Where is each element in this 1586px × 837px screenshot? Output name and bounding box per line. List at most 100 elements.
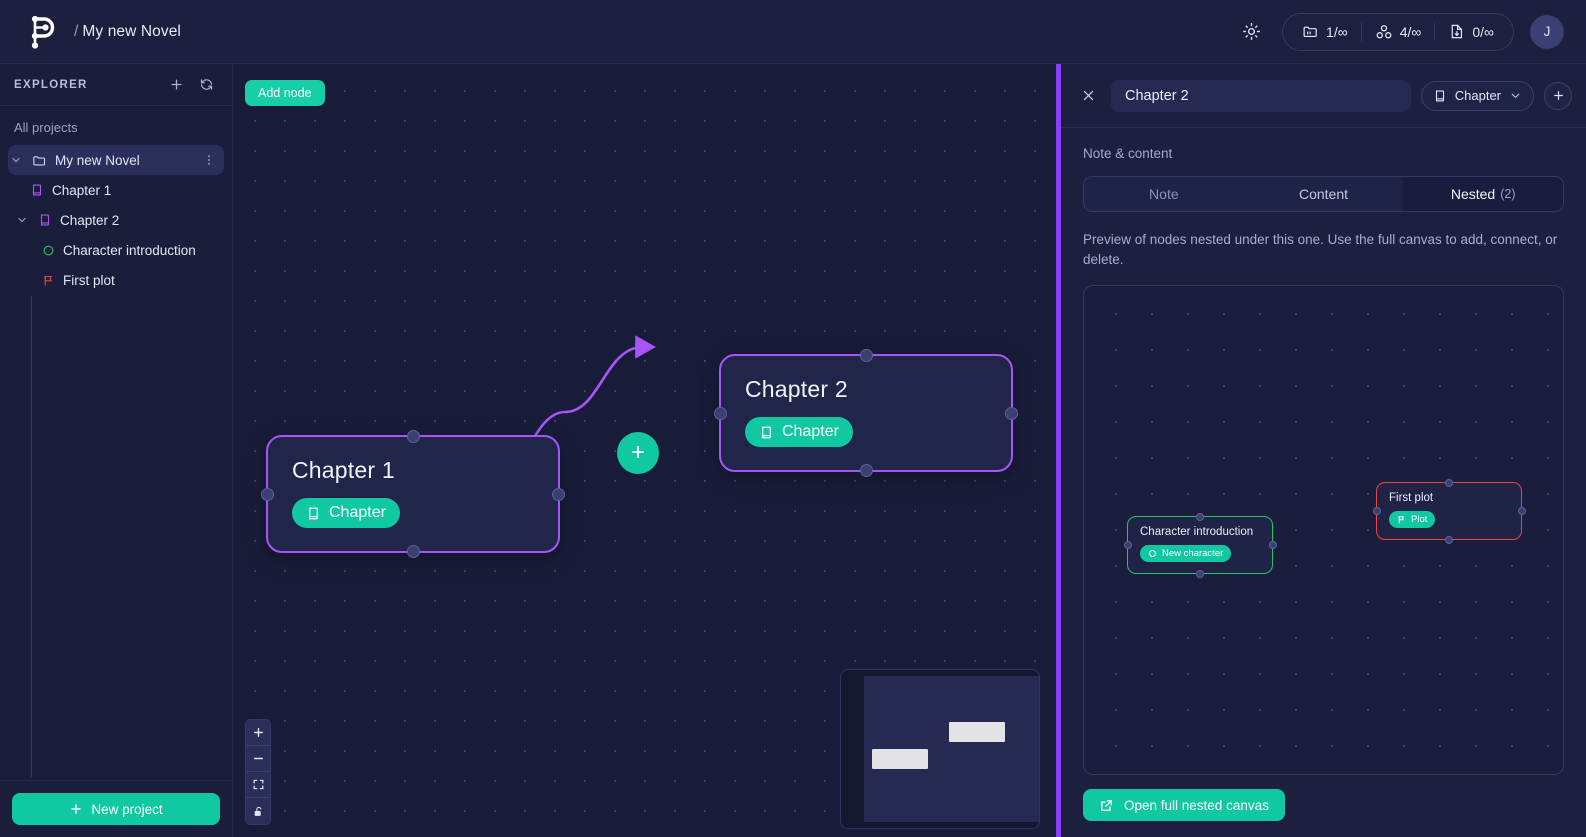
sidebar: EXPLORER All proje bbox=[0, 64, 233, 837]
explorer-add-button[interactable] bbox=[164, 73, 188, 97]
explorer-refresh-button[interactable] bbox=[194, 73, 218, 97]
canvas-node-chapter-2[interactable]: Chapter 2 Chapter bbox=[714, 349, 1018, 477]
tab-content[interactable]: Content bbox=[1244, 177, 1404, 211]
tab-note[interactable]: Note bbox=[1084, 177, 1244, 211]
nested-node-badge-label: New character bbox=[1162, 548, 1224, 560]
panel-tabs: Note Content Nested (2) bbox=[1083, 176, 1564, 212]
node-type-label: Chapter bbox=[782, 423, 839, 440]
brand[interactable]: /My new Novel bbox=[26, 14, 181, 50]
node-handle-left[interactable] bbox=[261, 487, 274, 501]
tab-note-label: Note bbox=[1149, 186, 1179, 202]
minimap-node bbox=[872, 749, 928, 769]
new-project-label: New project bbox=[91, 801, 163, 817]
node-handle-left[interactable] bbox=[714, 406, 727, 420]
nested-node-first-plot[interactable]: First plot Plot bbox=[1372, 478, 1526, 544]
lock-icon bbox=[254, 806, 261, 816]
explorer-actions bbox=[164, 73, 218, 97]
breadcrumb-separator: / bbox=[74, 22, 79, 40]
chevron-down-icon bbox=[1511, 93, 1520, 99]
tree-item-my-new-novel[interactable]: My new Novel bbox=[8, 145, 224, 175]
nested-handle-top[interactable] bbox=[1196, 512, 1204, 521]
panel-body: Note & content Note Content Nested (2) P… bbox=[1061, 128, 1586, 775]
top-bar: /My new Novel 1/∞ bbox=[0, 0, 1586, 64]
sidebar-footer: New project bbox=[0, 780, 232, 837]
chevron-down-icon[interactable] bbox=[14, 214, 30, 226]
node-type-value: Chapter bbox=[1454, 88, 1501, 103]
nested-handle-left[interactable] bbox=[1123, 541, 1132, 550]
book-icon bbox=[30, 183, 44, 197]
sun-icon bbox=[1242, 23, 1260, 40]
theme-toggle-button[interactable] bbox=[1236, 17, 1266, 47]
node-handle-right[interactable] bbox=[1005, 406, 1018, 420]
nested-handle-bottom[interactable] bbox=[1445, 535, 1453, 544]
flow-canvas[interactable]: Add node + Chapter 1 Chapter bbox=[233, 64, 1056, 837]
tab-nested[interactable]: Nested (2) bbox=[1403, 177, 1563, 211]
tree-item-chapter-2[interactable]: Chapter 2 bbox=[8, 205, 224, 235]
nested-handle-right[interactable] bbox=[1268, 541, 1277, 550]
node-type-label: Chapter bbox=[329, 504, 386, 521]
zoom-out-button[interactable] bbox=[246, 746, 270, 772]
minimap-viewport bbox=[864, 676, 1039, 822]
close-panel-button[interactable] bbox=[1075, 83, 1101, 109]
nested-handle-top[interactable] bbox=[1445, 478, 1453, 487]
zoom-in-button[interactable] bbox=[246, 720, 270, 746]
nested-handle-left[interactable] bbox=[1372, 507, 1381, 516]
book-icon bbox=[309, 507, 318, 519]
counter-nodes[interactable]: 4/∞ bbox=[1360, 22, 1435, 41]
node-title-input[interactable] bbox=[1111, 79, 1411, 112]
node-details-panel: Chapter Note & content Note bbox=[1061, 64, 1586, 837]
node-handle-bottom[interactable] bbox=[859, 464, 873, 477]
add-node-button[interactable]: Add node bbox=[245, 80, 325, 106]
node-title: Chapter 1 bbox=[292, 457, 395, 483]
tree-item-character-introduction[interactable]: Character introduction bbox=[42, 235, 224, 265]
edge-add-node-button[interactable]: + bbox=[617, 432, 659, 474]
node-handle-bottom[interactable] bbox=[406, 545, 420, 558]
open-full-nested-canvas-label: Open full nested canvas bbox=[1124, 797, 1269, 813]
tree-item-chapter-1[interactable]: Chapter 1 bbox=[30, 175, 224, 205]
canvas-controls bbox=[245, 719, 271, 825]
fit-view-button[interactable] bbox=[246, 772, 270, 798]
canvas-node-chapter-1[interactable]: Chapter 1 Chapter bbox=[261, 430, 565, 558]
tab-nested-count: (2) bbox=[1500, 187, 1516, 201]
node-handle-top[interactable] bbox=[406, 430, 420, 443]
close-icon bbox=[1083, 90, 1093, 101]
plus-icon bbox=[1553, 91, 1563, 100]
nested-node-character-introduction[interactable]: Character introduction New character bbox=[1123, 512, 1277, 578]
nested-node-badge: New character bbox=[1140, 545, 1232, 563]
add-nested-node-button[interactable] bbox=[1544, 81, 1572, 110]
circle-icon bbox=[1149, 550, 1156, 558]
lock-button[interactable] bbox=[246, 798, 270, 824]
tree-item-first-plot[interactable]: First plot bbox=[42, 265, 224, 295]
panel-resize-handle[interactable] bbox=[1056, 64, 1061, 837]
top-bar-actions: 1/∞ 4/∞ 0/∞ J bbox=[1236, 12, 1564, 51]
plus-icon bbox=[71, 804, 82, 814]
new-project-button[interactable]: New project bbox=[12, 793, 220, 825]
book-icon bbox=[762, 426, 771, 438]
nested-handle-bottom[interactable] bbox=[1196, 569, 1204, 578]
tree-item-label: Chapter 1 bbox=[52, 182, 112, 198]
external-link-icon bbox=[1101, 799, 1112, 811]
counter-documents[interactable]: 0/∞ bbox=[1434, 23, 1507, 40]
tree-item-label: My new Novel bbox=[55, 152, 140, 168]
tree-item-label: Chapter 2 bbox=[60, 212, 120, 228]
book-icon bbox=[38, 213, 52, 227]
breadcrumb-project-name: My new Novel bbox=[82, 22, 181, 40]
nested-preview-canvas[interactable]: Character introduction New character Fir… bbox=[1083, 285, 1564, 775]
tree-guide-line bbox=[31, 296, 32, 777]
kebab-icon[interactable] bbox=[200, 153, 218, 167]
section-label: Note & content bbox=[1083, 146, 1173, 161]
node-handle-top[interactable] bbox=[859, 349, 873, 362]
node-handle-right[interactable] bbox=[552, 487, 565, 501]
open-full-nested-canvas-button[interactable]: Open full nested canvas bbox=[1083, 789, 1285, 821]
panel-footer: Open full nested canvas bbox=[1061, 775, 1586, 837]
chevron-down-icon[interactable] bbox=[8, 154, 24, 166]
canvas-minimap[interactable] bbox=[840, 669, 1040, 829]
folder-icon bbox=[32, 153, 47, 168]
flag-icon bbox=[1398, 516, 1405, 524]
nested-node-title: Character introduction bbox=[1140, 526, 1254, 539]
node-type-dropdown[interactable]: Chapter bbox=[1420, 80, 1534, 111]
nested-handle-right[interactable] bbox=[1517, 507, 1526, 516]
counter-projects[interactable]: 1/∞ bbox=[1289, 23, 1361, 40]
avatar[interactable]: J bbox=[1530, 14, 1564, 49]
